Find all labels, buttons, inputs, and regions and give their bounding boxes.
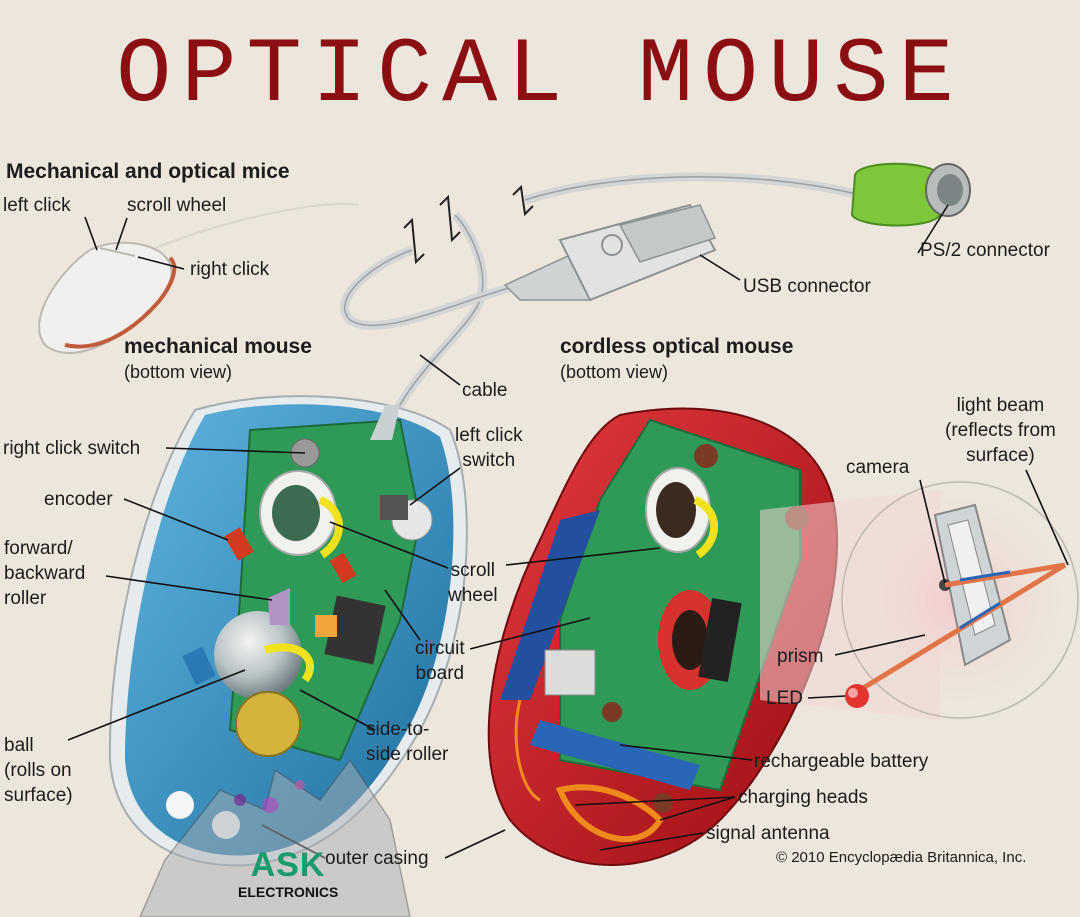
optical-mouse-subtitle: (bottom view)	[560, 362, 669, 382]
label-prism: prism	[777, 646, 824, 667]
label-outer-casing: outer casing	[325, 848, 429, 869]
label-scroll-wheel: scroll wheel	[127, 195, 227, 216]
cable-and-connectors	[340, 162, 971, 442]
label-usb-connector: USB connector	[743, 276, 871, 297]
watermark-line1: ASK	[250, 846, 326, 884]
label-camera: camera	[846, 457, 910, 478]
label-encoder: encoder	[44, 489, 113, 510]
light-beam-inset	[760, 481, 1079, 720]
label-ball: ball (rolls on surface)	[4, 735, 73, 806]
label-side-to-side-roller: side-to- side roller	[366, 719, 449, 765]
ask-electronics-logo	[139, 758, 411, 917]
label-led: LED	[766, 688, 803, 709]
copyright-notice: © 2010 Encyclopædia Britannica, Inc.	[776, 849, 1027, 866]
label-signal-antenna: signal antenna	[706, 823, 830, 844]
label-ps2-connector: PS/2 connector	[920, 240, 1050, 261]
label-right-click-switch: right click switch	[3, 438, 141, 459]
label-cable: cable	[462, 380, 508, 401]
mechanical-mouse-title: mechanical mouse	[124, 335, 312, 358]
top-mouse-illustration	[38, 202, 359, 354]
label-right-click: right click	[190, 259, 270, 280]
watermark-line2: ELECTRONICS	[238, 884, 339, 900]
mechanical-mouse-subtitle: (bottom view)	[124, 362, 233, 382]
optical-mouse-title: cordless optical mouse	[560, 335, 794, 358]
page-title: OPTICAL MOUSE	[116, 23, 964, 128]
label-left-click-switch: left click switch	[455, 425, 523, 471]
label-light-beam: light beam (reflects from surface)	[945, 395, 1056, 466]
leader-lines	[67, 204, 1069, 859]
label-forward-backward-roller: forward/ backward roller	[4, 538, 86, 609]
label-scroll-wheel-lower: scroll wheel	[448, 560, 498, 606]
label-rechargeable-battery: rechargeable battery	[754, 751, 929, 772]
label-charging-heads: charging heads	[738, 787, 868, 808]
watermark-text: ASK ELECTRONICS	[238, 848, 338, 902]
label-circuit-board: circuit board	[415, 638, 465, 684]
section-header: Mechanical and optical mice	[6, 160, 290, 183]
mechanical-mouse-illustration	[108, 395, 468, 867]
label-left-click: left click	[3, 195, 71, 216]
